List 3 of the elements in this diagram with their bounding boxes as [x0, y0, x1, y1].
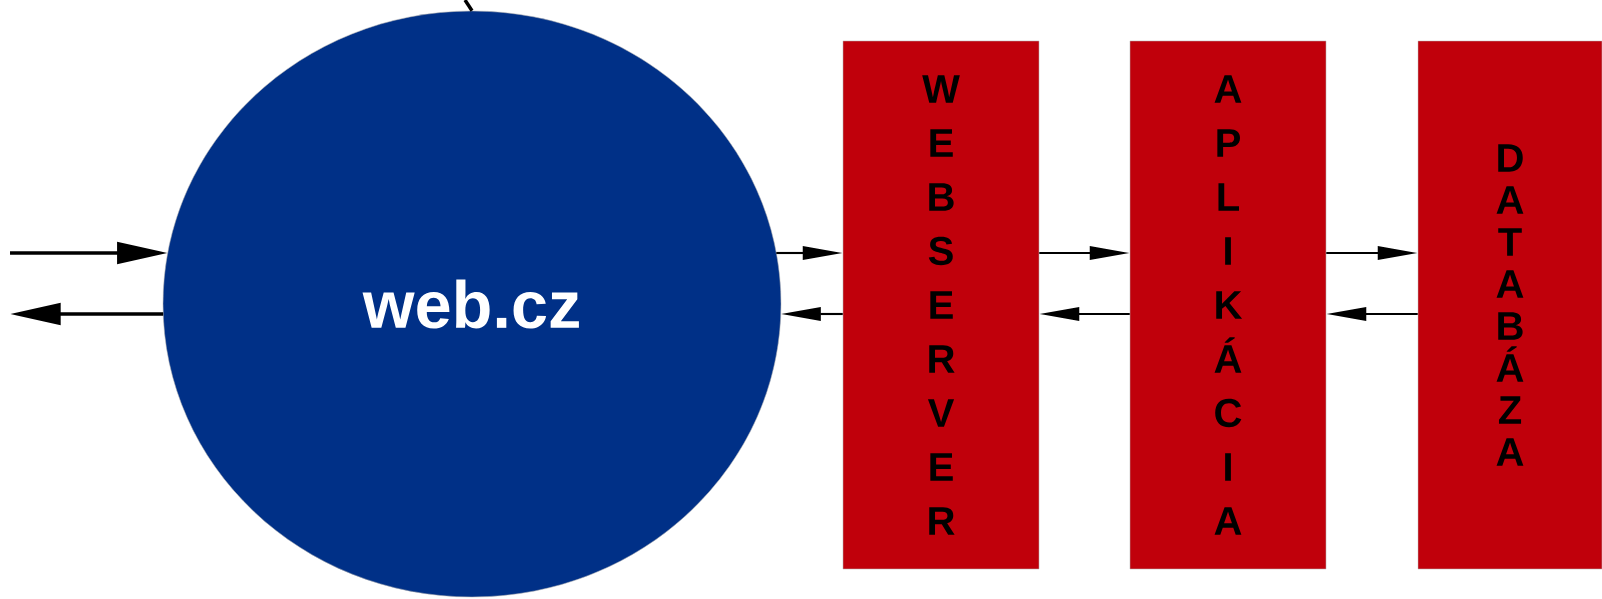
tier-box: APLIKÁCIA [1129, 40, 1327, 570]
tier-box: DATABÁZA [1417, 40, 1602, 570]
tier-box: WEBSERVER [842, 40, 1040, 570]
